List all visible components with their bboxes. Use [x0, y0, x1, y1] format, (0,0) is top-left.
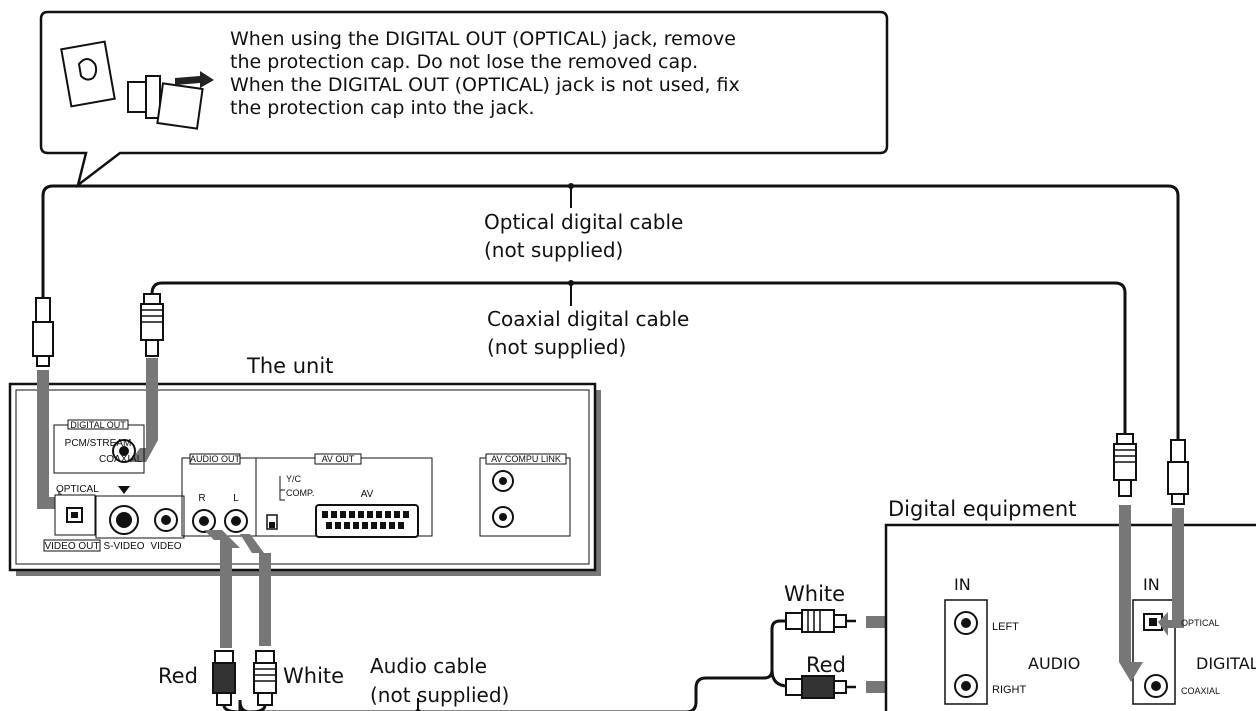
- av-out-label: AV OUT: [322, 454, 355, 464]
- audio-cable-note: (not supplied): [370, 683, 509, 707]
- audio-l-label: L: [233, 493, 239, 504]
- video-out-label: VIDEO OUT: [44, 541, 99, 552]
- coaxial-label-unit: COAXIAL: [99, 454, 143, 465]
- callout-text: When using the DIGITAL OUT (OPTICAL) jac…: [230, 28, 870, 120]
- arrow-audio-red: [204, 530, 240, 648]
- arrow-optical-equipment: [1158, 508, 1184, 636]
- arrow-audio-white: [240, 534, 271, 646]
- comp-label: COMP.: [286, 488, 314, 498]
- audio-cable-label: Audio cable: [370, 654, 487, 678]
- optical-plug-equipment: [1167, 439, 1189, 505]
- unit-title: The unit: [246, 354, 333, 378]
- arrow-optical-in: [37, 370, 70, 516]
- red-plug-right: [785, 675, 856, 699]
- optical-cable-label: Optical digital cable: [484, 210, 683, 234]
- white-label-left: White: [283, 664, 344, 688]
- arrow-coaxial-in: [130, 358, 158, 462]
- callout-bubble: [39, 10, 889, 189]
- callout-line: When the DIGITAL OUT (OPTICAL) jack is n…: [230, 74, 740, 96]
- audio-out-label: AUDIO OUT: [190, 454, 241, 464]
- video-label: VIDEO: [150, 541, 181, 552]
- callout-line: When using the DIGITAL OUT (OPTICAL) jac…: [230, 28, 736, 50]
- av-label: AV: [361, 489, 374, 500]
- coaxial-cable-note: (not supplied): [487, 335, 626, 359]
- av-compu-link-label: AV COMPU LINK: [491, 454, 561, 464]
- optical-cable-note: (not supplied): [484, 238, 623, 262]
- equipment-title: Digital equipment: [888, 497, 1076, 521]
- red-plug-left: [212, 650, 236, 706]
- pcm-stream-label: PCM/STREAM: [65, 438, 132, 449]
- audio-r-label: R: [198, 493, 205, 504]
- optical-label-equipment: OPTICAL: [1181, 618, 1220, 628]
- coaxial-plug-equipment: [1113, 433, 1137, 497]
- protection-cap-illustration: [60, 40, 214, 130]
- red-label-right: Red: [806, 653, 846, 677]
- digital-out-label: DIGITAL OUT: [70, 420, 126, 430]
- coaxial-cable: [150, 281, 1127, 434]
- coaxial-label-equipment: COAXIAL: [1181, 686, 1220, 696]
- callout-line: the protection cap into the jack.: [230, 97, 535, 119]
- optical-cable: [41, 184, 1180, 440]
- right-label: RIGHT: [992, 684, 1027, 696]
- optical-label-unit: OPTICAL: [56, 484, 99, 495]
- yc-label: Y/C: [286, 474, 302, 484]
- white-plug-left: [253, 650, 277, 706]
- unit-rear-panel: [8, 382, 601, 576]
- digital-label: DIGITAL: [1196, 654, 1256, 673]
- left-label: LEFT: [992, 621, 1019, 633]
- coaxial-plug-unit: [140, 293, 164, 357]
- s-video-label: S-VIDEO: [103, 541, 144, 552]
- in-digital-label: IN: [1143, 575, 1160, 594]
- audio-label: AUDIO: [1028, 654, 1080, 673]
- red-label-left: Red: [158, 664, 198, 688]
- white-plug-right: [785, 609, 856, 633]
- in-audio-label: IN: [954, 575, 971, 594]
- optical-plug-unit: [32, 297, 54, 367]
- white-label-right: White: [784, 582, 845, 606]
- arrow-coaxial-equipment: [1119, 505, 1143, 682]
- coaxial-cable-label: Coaxial digital cable: [487, 307, 689, 331]
- callout-line: the protection cap. Do not lose the remo…: [230, 51, 699, 73]
